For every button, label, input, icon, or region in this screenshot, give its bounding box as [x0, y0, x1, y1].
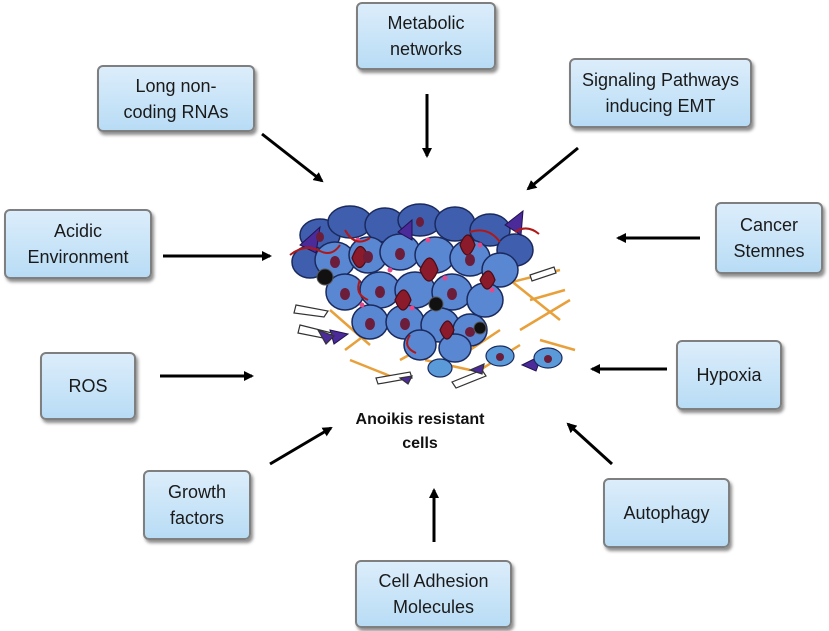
factor-autophagy: Autophagy — [603, 478, 730, 548]
factor-label: Long non- coding RNAs — [123, 75, 229, 122]
factor-label: Cell Adhesion Molecules — [378, 571, 489, 617]
factor-label: Hypoxia — [696, 365, 762, 385]
factor-label: Metabolic networks — [387, 13, 465, 59]
factor-label: Signaling Pathways inducing EMT — [581, 70, 740, 116]
factor-label: Autophagy — [623, 503, 710, 523]
factor-acidic-environment: Acidic Environment — [4, 209, 152, 279]
arrow-signaling — [526, 146, 579, 191]
arrow-autophagy — [566, 422, 614, 466]
factor-growth-factors: Growth factors — [143, 470, 251, 540]
arrow-growth — [269, 426, 333, 466]
factor-long-noncoding-rnas: Long non- coding RNAs — [97, 65, 255, 132]
factor-hypoxia: Hypoxia — [676, 340, 782, 410]
center-label: Anoikis resistant cells — [355, 411, 485, 452]
factor-signaling-pathways: Signaling Pathways inducing EMT — [569, 58, 752, 128]
factor-cell-adhesion-molecules: Cell Adhesion Molecules — [355, 560, 512, 628]
factor-ros: ROS — [40, 352, 136, 420]
factor-cancer-stemnes: Cancer Stemnes — [715, 202, 823, 274]
factor-label: Growth factors — [167, 482, 227, 528]
factor-metabolic-networks: Metabolic networks — [356, 2, 496, 70]
arrow-lncrna — [261, 132, 324, 183]
factor-label: Acidic Environment — [27, 221, 129, 267]
factor-label: ROS — [68, 376, 108, 396]
factor-label: Cancer Stemnes — [733, 215, 805, 261]
